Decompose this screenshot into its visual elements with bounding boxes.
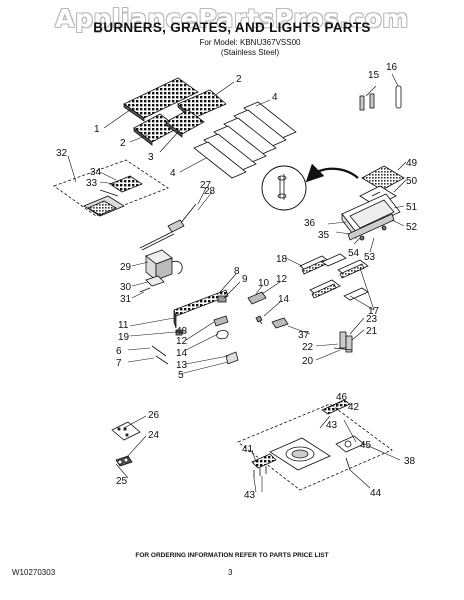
burner-tray-assembly <box>53 159 169 217</box>
callout-51: 51 <box>406 202 418 213</box>
burner-plate <box>173 289 229 329</box>
callout-22: 22 <box>302 342 314 353</box>
callout-12-left: 12 <box>176 336 188 347</box>
callout-3: 3 <box>148 152 154 163</box>
finish-line: (Stainless Steel) <box>220 48 280 57</box>
callout-44: 44 <box>370 488 382 499</box>
callout-8: 8 <box>234 266 240 277</box>
callout-21: 21 <box>366 326 378 337</box>
detail-arrow <box>305 163 359 183</box>
terminal-block-parts <box>111 421 141 467</box>
callout-4-left: 4 <box>170 168 176 179</box>
callout-36: 36 <box>304 218 316 229</box>
callout-15: 15 <box>368 70 380 81</box>
light-housing <box>139 249 183 293</box>
callout-29: 29 <box>120 262 132 273</box>
callout-32: 32 <box>56 148 68 159</box>
brackets <box>333 331 353 353</box>
callout-38: 38 <box>404 456 416 467</box>
callout-35: 35 <box>318 230 330 241</box>
callout-34: 34 <box>90 167 102 178</box>
callout-25: 25 <box>116 476 128 487</box>
small-parts-middle <box>151 291 289 365</box>
callout-23: 23 <box>366 314 378 325</box>
callout-7: 7 <box>116 358 122 369</box>
callout-45: 45 <box>360 440 372 451</box>
ordering-note: FOR ORDERING INFORMATION REFER TO PARTS … <box>135 552 329 559</box>
callout-24: 24 <box>148 430 160 441</box>
callout-5: 5 <box>178 370 184 381</box>
callout-41: 41 <box>242 444 254 455</box>
callout-2-left: 2 <box>120 138 126 149</box>
callout-27: 27 <box>200 180 212 191</box>
callout-labels: 1 2 2 3 4 4 5 6 7 8 9 10 11 12 12 13 14 … <box>56 62 418 501</box>
callout-26: 26 <box>148 410 160 421</box>
model-info: For Model: KBNU367VSS00 (Stainless Steel… <box>150 38 350 58</box>
callout-19: 19 <box>118 332 130 343</box>
detail-magnifier <box>261 165 307 211</box>
callout-33: 33 <box>86 178 98 189</box>
callout-42: 42 <box>348 402 360 413</box>
callout-31: 31 <box>120 294 132 305</box>
callout-4-right: 4 <box>272 92 278 103</box>
callout-11: 11 <box>118 320 129 331</box>
callout-10: 10 <box>258 278 270 289</box>
callout-54: 54 <box>348 248 360 259</box>
callout-43-top: 43 <box>326 420 338 431</box>
callout-48: 48 <box>176 326 188 337</box>
grate-small <box>165 109 205 138</box>
callout-14-left: 14 <box>176 348 188 359</box>
igniter-assembly <box>139 203 197 251</box>
burner-pairs <box>299 253 369 301</box>
document-code: W10270303 <box>12 568 56 577</box>
model-line: For Model: KBNU367VSS00 <box>199 38 301 47</box>
callout-43-bottom: 43 <box>244 490 256 501</box>
callout-30: 30 <box>120 282 132 293</box>
grate-large <box>123 77 199 122</box>
callout-52: 52 <box>406 222 418 233</box>
light-rods <box>359 85 402 111</box>
callout-1: 1 <box>94 124 100 135</box>
burner-screen-assembly <box>341 165 405 241</box>
leader-lines <box>67 73 407 493</box>
callout-37: 37 <box>298 330 310 341</box>
page-number: 3 <box>228 568 233 577</box>
page-title: BURNERS, GRATES, AND LIGHTS PARTS <box>93 20 371 35</box>
callout-14-right: 14 <box>278 294 290 305</box>
callout-17: 17 <box>368 306 380 317</box>
callout-12-right: 12 <box>276 274 288 285</box>
callout-9: 9 <box>242 274 248 285</box>
callout-18: 18 <box>276 254 288 265</box>
callout-6: 6 <box>116 346 122 357</box>
callout-28: 28 <box>204 186 216 197</box>
callout-46: 46 <box>336 392 348 403</box>
callout-49: 49 <box>406 158 418 169</box>
callout-20: 20 <box>302 356 314 367</box>
callout-2-top: 2 <box>236 74 242 85</box>
callout-16: 16 <box>386 62 398 73</box>
burner-tube-stack <box>193 101 297 179</box>
watermark: AppliancePartsPros.com <box>55 4 409 33</box>
cooktop-base-assembly <box>237 399 393 491</box>
callout-13: 13 <box>176 360 188 371</box>
callout-53: 53 <box>364 252 376 263</box>
callout-50: 50 <box>406 176 418 187</box>
